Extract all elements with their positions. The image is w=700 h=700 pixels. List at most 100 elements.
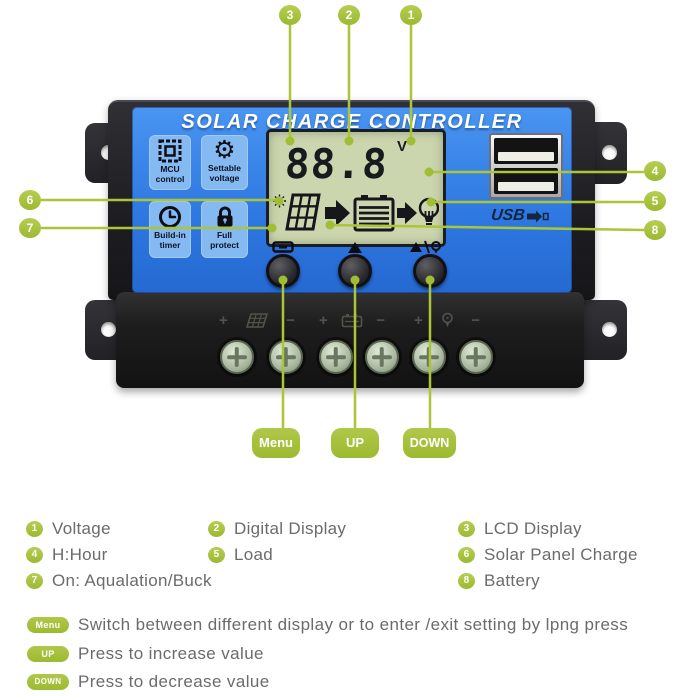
legend-label: Solar Panel Charge xyxy=(484,545,638,564)
sun-icon xyxy=(273,194,286,208)
battery-icon xyxy=(353,195,395,232)
load-bulb-icon xyxy=(441,312,453,327)
up-button[interactable] xyxy=(338,254,372,288)
legend-label: Battery xyxy=(484,571,540,590)
lcd-flow-icons xyxy=(273,193,439,232)
terminal-screw xyxy=(365,340,399,374)
bulb-icon xyxy=(418,197,439,225)
legend-badge: 3 xyxy=(458,521,475,537)
legend-badge: 4 xyxy=(26,547,43,563)
callout-1: 1 xyxy=(400,5,422,25)
usb-port xyxy=(494,168,558,194)
legend-item-solar-panel-charge: 6 Solar Panel Charge xyxy=(458,545,638,565)
mounting-hole xyxy=(602,322,617,337)
tile-label: Build-in xyxy=(154,230,186,240)
feature-tile-mcu-control: MCU control xyxy=(149,135,191,190)
terminal-screw xyxy=(220,340,254,374)
terminal-screw xyxy=(319,340,353,374)
gear-icon: ⚙ xyxy=(213,135,236,164)
terminal-screw xyxy=(412,340,446,374)
callout-3: 3 xyxy=(279,5,301,25)
legend-item-voltage: 1 Voltage xyxy=(26,519,111,539)
clock-icon xyxy=(159,206,181,228)
tile-label: Full xyxy=(216,230,233,240)
terminal-group-battery: + − xyxy=(319,312,385,329)
instruction-text: Press to increase value xyxy=(78,644,264,663)
solar-panel-icon xyxy=(285,193,321,231)
terminal-group-solar: + − xyxy=(219,312,295,329)
instruction-up: UP Press to increase value xyxy=(27,644,264,663)
solar-panel-icon xyxy=(245,313,269,328)
mounting-hole xyxy=(602,145,617,160)
menu-pill: Menu xyxy=(252,428,300,458)
legend-item-battery: 8 Battery xyxy=(458,571,540,591)
battery-icon xyxy=(341,314,363,328)
legend-badge: 8 xyxy=(458,573,475,589)
minus-symbol: − xyxy=(471,312,480,329)
down-pill: DOWN xyxy=(403,428,456,458)
lcd-voltage-value: 88.8 xyxy=(283,140,390,188)
up-pill: UP xyxy=(331,428,379,458)
usb-logo: USB xyxy=(490,207,549,225)
legend-item-load: 5 Load xyxy=(208,545,273,565)
feature-tile-settable-voltage: ⚙ Settable voltage xyxy=(201,135,248,190)
instruction-text: Switch between different display or to e… xyxy=(78,615,629,634)
usb-tongue xyxy=(498,182,554,191)
instruction-down: DOWN Press to decrease value xyxy=(27,672,270,691)
usb-plug-icon xyxy=(526,210,549,222)
legend-item-hour: 4 H:Hour xyxy=(26,545,108,565)
legend-label: Voltage xyxy=(52,519,111,538)
up-pill: UP xyxy=(27,646,69,662)
plus-symbol: + xyxy=(219,312,228,329)
callout-7: 7 xyxy=(19,218,41,238)
legend-label: Load xyxy=(234,545,274,564)
callout-8: 8 xyxy=(644,220,666,240)
tile-label: protect xyxy=(210,239,239,250)
terminal-screw xyxy=(269,340,303,374)
feature-tile-full-protect: Full protect xyxy=(201,201,248,258)
padlock-icon xyxy=(217,206,232,227)
minus-symbol: − xyxy=(376,312,385,329)
usb-logo-text: USB xyxy=(490,207,526,224)
tile-label: Settable xyxy=(207,163,242,173)
device-title: SOLAR CHARGE CONTROLLER xyxy=(181,111,523,133)
plus-symbol: + xyxy=(319,312,328,329)
legend-badge: 6 xyxy=(458,547,475,563)
legend-item-on-aqualation-buck: 7 On: Aqualation/Buck xyxy=(26,571,212,591)
callout-2: 2 xyxy=(338,5,360,25)
legend-label: H:Hour xyxy=(52,545,108,564)
legend-badge: 7 xyxy=(26,573,43,589)
down-button[interactable] xyxy=(413,254,447,288)
legend-item-digital-display: 2 Digital Display xyxy=(208,519,346,539)
terminal-block xyxy=(116,292,584,388)
legend-badge: 5 xyxy=(208,547,225,563)
instruction-menu: Menu Switch between different display or… xyxy=(27,615,629,634)
legend-label: LCD Display xyxy=(484,519,582,538)
usb-tongue xyxy=(498,152,554,161)
legend-label: On: Aqualation/Buck xyxy=(52,571,212,590)
mcu-chip-icon xyxy=(158,139,182,163)
legend-badge: 2 xyxy=(208,521,225,537)
terminal-group-load: + − xyxy=(414,312,480,329)
terminal-screw xyxy=(459,340,493,374)
callout-6: 6 xyxy=(19,190,41,210)
up-triangle-icon xyxy=(348,242,362,253)
feature-tile-build-in-timer: Build-in timer xyxy=(149,201,191,258)
legend-badge: 1 xyxy=(26,521,43,537)
usb-port xyxy=(494,138,558,164)
legend-label: Digital Display xyxy=(234,519,347,538)
legend-item-lcd-display: 3 LCD Display xyxy=(458,519,582,539)
plus-symbol: + xyxy=(414,312,423,329)
tile-label: MCU xyxy=(160,164,180,174)
lcd-voltage-unit: V xyxy=(397,138,408,155)
usb-ports xyxy=(489,133,563,199)
arrow-icon xyxy=(325,200,350,226)
mounting-hole xyxy=(101,322,116,337)
display-icon xyxy=(272,241,294,253)
tile-label: voltage xyxy=(209,172,240,183)
minus-symbol: − xyxy=(286,312,295,329)
down-pill: DOWN xyxy=(27,674,69,690)
instruction-text: Press to decrease value xyxy=(78,672,270,691)
menu-button[interactable] xyxy=(266,254,300,288)
